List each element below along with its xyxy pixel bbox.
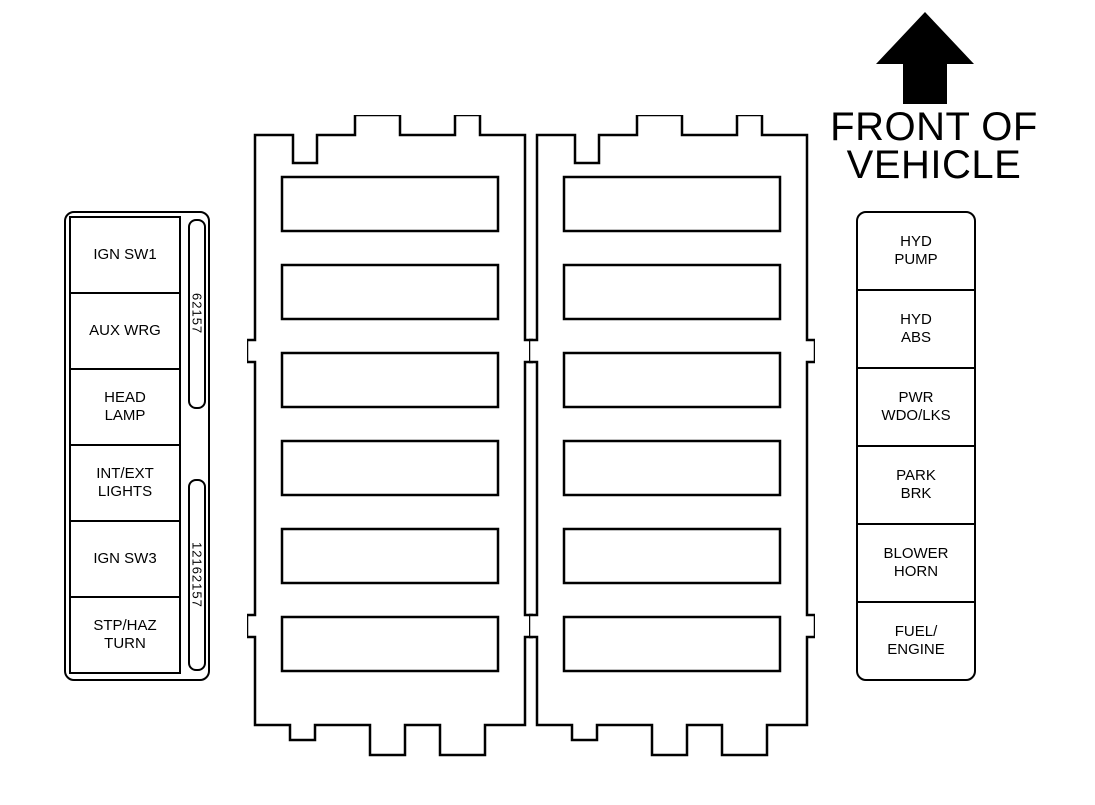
part-number-top: 62157 [189,293,205,335]
fuse-label-park-brk: PARK BRK [858,447,974,525]
fuse-label-hyd-abs: HYD ABS [858,291,974,369]
fuse-slot [562,175,782,233]
fuse-label-head-lamp: HEAD LAMP [69,368,181,446]
fuse-slot [280,615,500,673]
fuse-block-left-outline [247,115,533,757]
fuse-slot [280,175,500,233]
fuse-slot [562,439,782,497]
fuse-slot [562,263,782,321]
fuse-block-left [247,115,533,757]
left-fuse-label-panel: IGN SW1 AUX WRG HEAD LAMP INT/EXT LIGHTS… [64,211,210,681]
fuse-slot [562,351,782,409]
fuse-label-int-ext-lights: INT/EXT LIGHTS [69,444,181,522]
fuse-label-stp-haz-turn: STP/HAZ TURN [69,596,181,674]
fuse-label-hyd-pump: HYD PUMP [858,213,974,291]
fuse-label-pwr-wdo-lks: PWR WDO/LKS [858,369,974,447]
front-of-vehicle-label: FRONT OF VEHICLE [830,105,1038,187]
fuse-slot [562,615,782,673]
right-fuse-label-panel: HYD PUMP HYD ABS PWR WDO/LKS PARK BRK BL… [856,211,976,681]
fuse-label-aux-wrg: AUX WRG [69,292,181,370]
fuse-slot [280,527,500,585]
fuse-slot [280,439,500,497]
front-of-vehicle-arrow-icon [876,12,974,104]
fuse-label-blower-horn: BLOWER HORN [858,525,974,603]
part-number-bottom: 12162157 [189,542,205,608]
fuse-label-ign-sw1: IGN SW1 [69,216,181,294]
fuse-slot [562,527,782,585]
fuse-block-right [529,115,815,757]
fuse-slot [280,351,500,409]
fuse-label-ign-sw3: IGN SW3 [69,520,181,598]
part-number-strip-bottom: 12162157 [188,479,206,671]
left-label-column: IGN SW1 AUX WRG HEAD LAMP INT/EXT LIGHTS… [69,216,181,674]
fuse-slot [280,263,500,321]
fuse-label-fuel-engine: FUEL/ ENGINE [887,623,945,658]
fuse-block-right-outline [529,115,815,757]
part-number-strip-top: 62157 [188,219,206,409]
up-arrow-shape [876,12,974,104]
